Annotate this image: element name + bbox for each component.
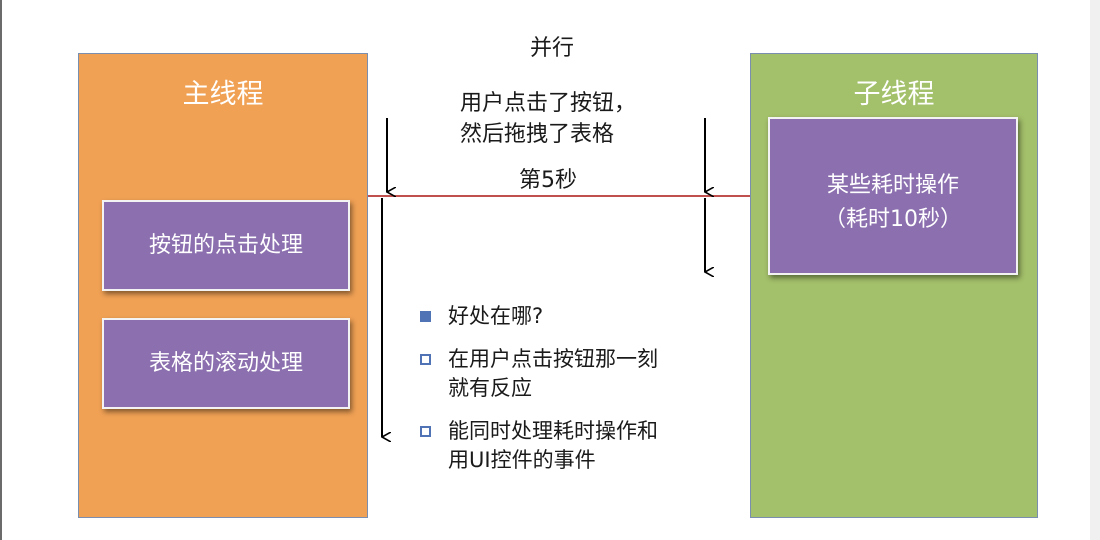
long-operation-line1: 某些耗时操作 bbox=[826, 173, 959, 198]
benefit-responsive-line2: 就有反应 bbox=[448, 376, 532, 400]
user-action-line2: 然后拖拽了表格 bbox=[460, 122, 615, 147]
table-scroll-task-box: 表格的滚动处理 bbox=[102, 318, 350, 409]
benefit-concurrent-line1: 能同时处理耗时操作和 bbox=[448, 419, 658, 443]
table-scroll-task-label: 表格的滚动处理 bbox=[148, 350, 303, 376]
benefit-item: 在用户点击按钮那一刻 就有反应 bbox=[418, 345, 738, 403]
hollow-square-bullet-icon bbox=[420, 354, 431, 365]
user-action-line1: 用户点击了按钮， bbox=[460, 91, 637, 116]
fifth-second-label: 第5秒 bbox=[519, 168, 577, 193]
long-operation-task-box: 某些耗时操作 （耗时10秒） bbox=[768, 117, 1018, 275]
main-thread-title: 主线程 bbox=[182, 79, 264, 110]
window-left-edge bbox=[0, 0, 2, 540]
benefit-responsive-line1: 在用户点击按钮那一刻 bbox=[448, 347, 658, 371]
benefit-concurrent-line2: 用UI控件的事件 bbox=[448, 448, 596, 472]
benefit-question: 好处在哪? bbox=[448, 304, 544, 328]
benefit-list: 好处在哪? 在用户点击按钮那一刻 就有反应 能同时处理耗时操作和 用UI控件的事… bbox=[418, 302, 738, 489]
hollow-square-bullet-icon bbox=[420, 426, 431, 437]
benefit-item: 好处在哪? bbox=[418, 302, 738, 331]
parallel-label: 并行 bbox=[530, 36, 575, 61]
filled-square-bullet-icon bbox=[420, 311, 431, 322]
window-right-edge bbox=[1090, 0, 1100, 540]
sub-thread-title: 子线程 bbox=[853, 79, 935, 110]
button-click-task-label: 按钮的点击处理 bbox=[148, 232, 303, 258]
long-operation-line2: （耗时10秒） bbox=[824, 207, 962, 232]
benefit-item: 能同时处理耗时操作和 用UI控件的事件 bbox=[418, 417, 738, 475]
button-click-task-box: 按钮的点击处理 bbox=[102, 200, 350, 291]
